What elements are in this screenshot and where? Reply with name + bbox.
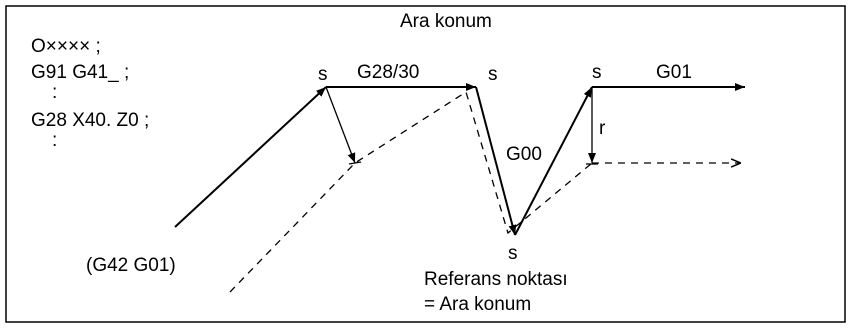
label-reference-equals: = Ara konum xyxy=(424,294,531,315)
label-g00: G00 xyxy=(506,144,542,165)
path-descent-g00 xyxy=(475,86,517,236)
program-line: : xyxy=(52,82,57,103)
label-g01: G01 xyxy=(656,62,692,83)
label-r: r xyxy=(599,118,606,139)
program-block: O×××× ; G91 G41_ ; : G28 X40. Z0 ; : xyxy=(31,36,149,151)
label-reference-point: Referans noktası xyxy=(424,269,568,290)
program-line: : xyxy=(52,130,57,151)
diagram-border xyxy=(5,5,846,323)
path-ascent xyxy=(514,86,593,236)
path-approach-g42 xyxy=(174,86,327,228)
title-ara-konum: Ara konum xyxy=(400,11,492,32)
program-line: G28 X40. Z0 ; xyxy=(31,110,149,131)
label-s-bottom: s xyxy=(508,243,518,264)
label-s-start: s xyxy=(318,64,328,85)
dashed-center-path xyxy=(229,90,593,293)
label-g42-g01: (G42 G01) xyxy=(86,255,176,276)
offset-vector-1 xyxy=(325,86,356,164)
program-line: O×××× ; xyxy=(31,36,101,57)
label-s-right: s xyxy=(592,62,602,83)
program-line: G91 G41_ ; xyxy=(31,62,129,83)
offset-tick-1 xyxy=(348,161,362,165)
label-g28-30: G28/30 xyxy=(357,62,419,83)
label-s-mid: s xyxy=(488,64,498,85)
